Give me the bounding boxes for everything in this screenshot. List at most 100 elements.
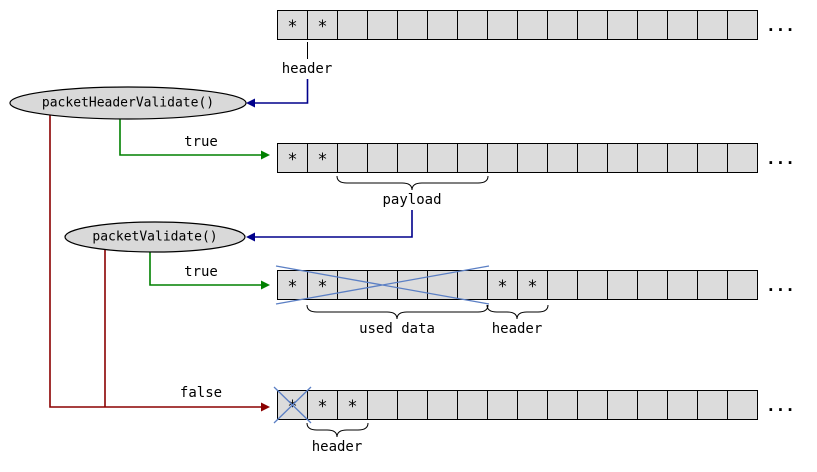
used-data-brace — [306, 304, 489, 320]
memory-cell — [337, 270, 368, 300]
memory-cell — [607, 270, 638, 300]
star-marker: * — [317, 396, 328, 417]
memory-cell — [457, 10, 488, 40]
header-label-row1: header — [281, 61, 333, 77]
memory-cell — [637, 143, 668, 173]
memory-cell — [427, 143, 458, 173]
memory-cell — [637, 390, 668, 420]
memory-cell — [397, 10, 428, 40]
memory-cell — [577, 390, 608, 420]
used-data-label: used data — [359, 321, 435, 337]
arrowhead-right-icon — [261, 402, 270, 412]
memory-cell — [697, 10, 728, 40]
star-marker: * — [347, 396, 358, 417]
memory-cell — [637, 10, 668, 40]
memory-cell — [457, 270, 488, 300]
star-marker: * — [317, 16, 328, 37]
memory-cell — [367, 270, 398, 300]
memory-cell: * — [517, 270, 548, 300]
false-arrow — [49, 115, 270, 412]
true-label-1: true — [184, 134, 218, 150]
payload-pointer-arrow — [246, 210, 413, 242]
memory-cell — [397, 270, 428, 300]
memory-cell — [667, 390, 698, 420]
memory-cell — [637, 270, 668, 300]
memory-row-initial: ** — [277, 10, 758, 40]
memory-cell — [367, 390, 398, 420]
memory-cell — [547, 270, 578, 300]
star-marker: * — [287, 16, 298, 37]
star-marker: * — [527, 276, 538, 297]
memory-cell — [667, 10, 698, 40]
memory-cell — [337, 10, 368, 40]
star-marker: * — [287, 396, 298, 417]
memory-cell — [607, 10, 638, 40]
memory-cell — [487, 390, 518, 420]
memory-cell — [487, 10, 518, 40]
star-marker: * — [317, 149, 328, 170]
ellipsis-row1: ... — [766, 15, 795, 35]
star-marker: * — [317, 276, 328, 297]
fn-label-packet-header-validate: packetHeaderValidate() — [41, 95, 215, 111]
arrowhead-left-icon — [246, 98, 255, 108]
memory-cell: * — [277, 270, 308, 300]
memory-row-rejected: * * * — [277, 390, 758, 420]
memory-cell — [487, 143, 518, 173]
memory-cell — [667, 270, 698, 300]
arrowhead-right-icon — [261, 150, 270, 160]
memory-cell — [607, 143, 638, 173]
arrowhead-left-icon — [246, 232, 255, 242]
memory-cell: * — [307, 143, 338, 173]
header-brace-row3 — [486, 304, 549, 320]
memory-cell — [367, 10, 398, 40]
memory-cell — [697, 270, 728, 300]
memory-cell: * — [307, 10, 338, 40]
memory-cell — [367, 143, 398, 173]
memory-cell: * — [277, 10, 308, 40]
memory-cell — [577, 143, 608, 173]
memory-cell: * — [277, 143, 308, 173]
memory-row-validated: ** — [277, 143, 758, 173]
memory-cell — [667, 143, 698, 173]
memory-cell — [517, 143, 548, 173]
fn-label-packet-validate: packetValidate() — [92, 229, 218, 245]
memory-cell — [547, 10, 578, 40]
memory-cell: * — [487, 270, 518, 300]
memory-cell — [337, 143, 368, 173]
memory-cell — [427, 10, 458, 40]
header-brace-row4 — [306, 422, 369, 438]
memory-cell — [397, 143, 428, 173]
memory-cell — [727, 270, 758, 300]
memory-cell — [457, 390, 488, 420]
memory-cell — [427, 390, 458, 420]
memory-cell — [547, 143, 578, 173]
header-label-row3: header — [491, 321, 543, 337]
header-label-row4: header — [311, 439, 363, 455]
memory-cell — [517, 10, 548, 40]
memory-cell — [607, 390, 638, 420]
memory-cell — [427, 270, 458, 300]
star-marker: * — [287, 276, 298, 297]
memory-cell: * — [337, 390, 368, 420]
memory-cell: * — [307, 270, 338, 300]
memory-cell — [697, 390, 728, 420]
ellipsis-row3: ... — [766, 275, 795, 295]
memory-row-consumed: * * * * — [277, 270, 758, 300]
memory-cell — [727, 390, 758, 420]
memory-cell — [457, 143, 488, 173]
memory-cell — [697, 143, 728, 173]
payload-label: payload — [382, 192, 442, 208]
memory-cell — [547, 390, 578, 420]
memory-cell: * — [277, 390, 308, 420]
payload-brace — [336, 175, 489, 191]
arrowhead-right-icon — [261, 280, 270, 290]
memory-cell — [517, 390, 548, 420]
memory-cell — [577, 10, 608, 40]
memory-cell — [727, 143, 758, 173]
ellipsis-row2: ... — [766, 148, 795, 168]
ellipsis-row4: ... — [766, 395, 795, 415]
memory-cell — [397, 390, 428, 420]
memory-cell — [577, 270, 608, 300]
false-label: false — [179, 385, 223, 401]
